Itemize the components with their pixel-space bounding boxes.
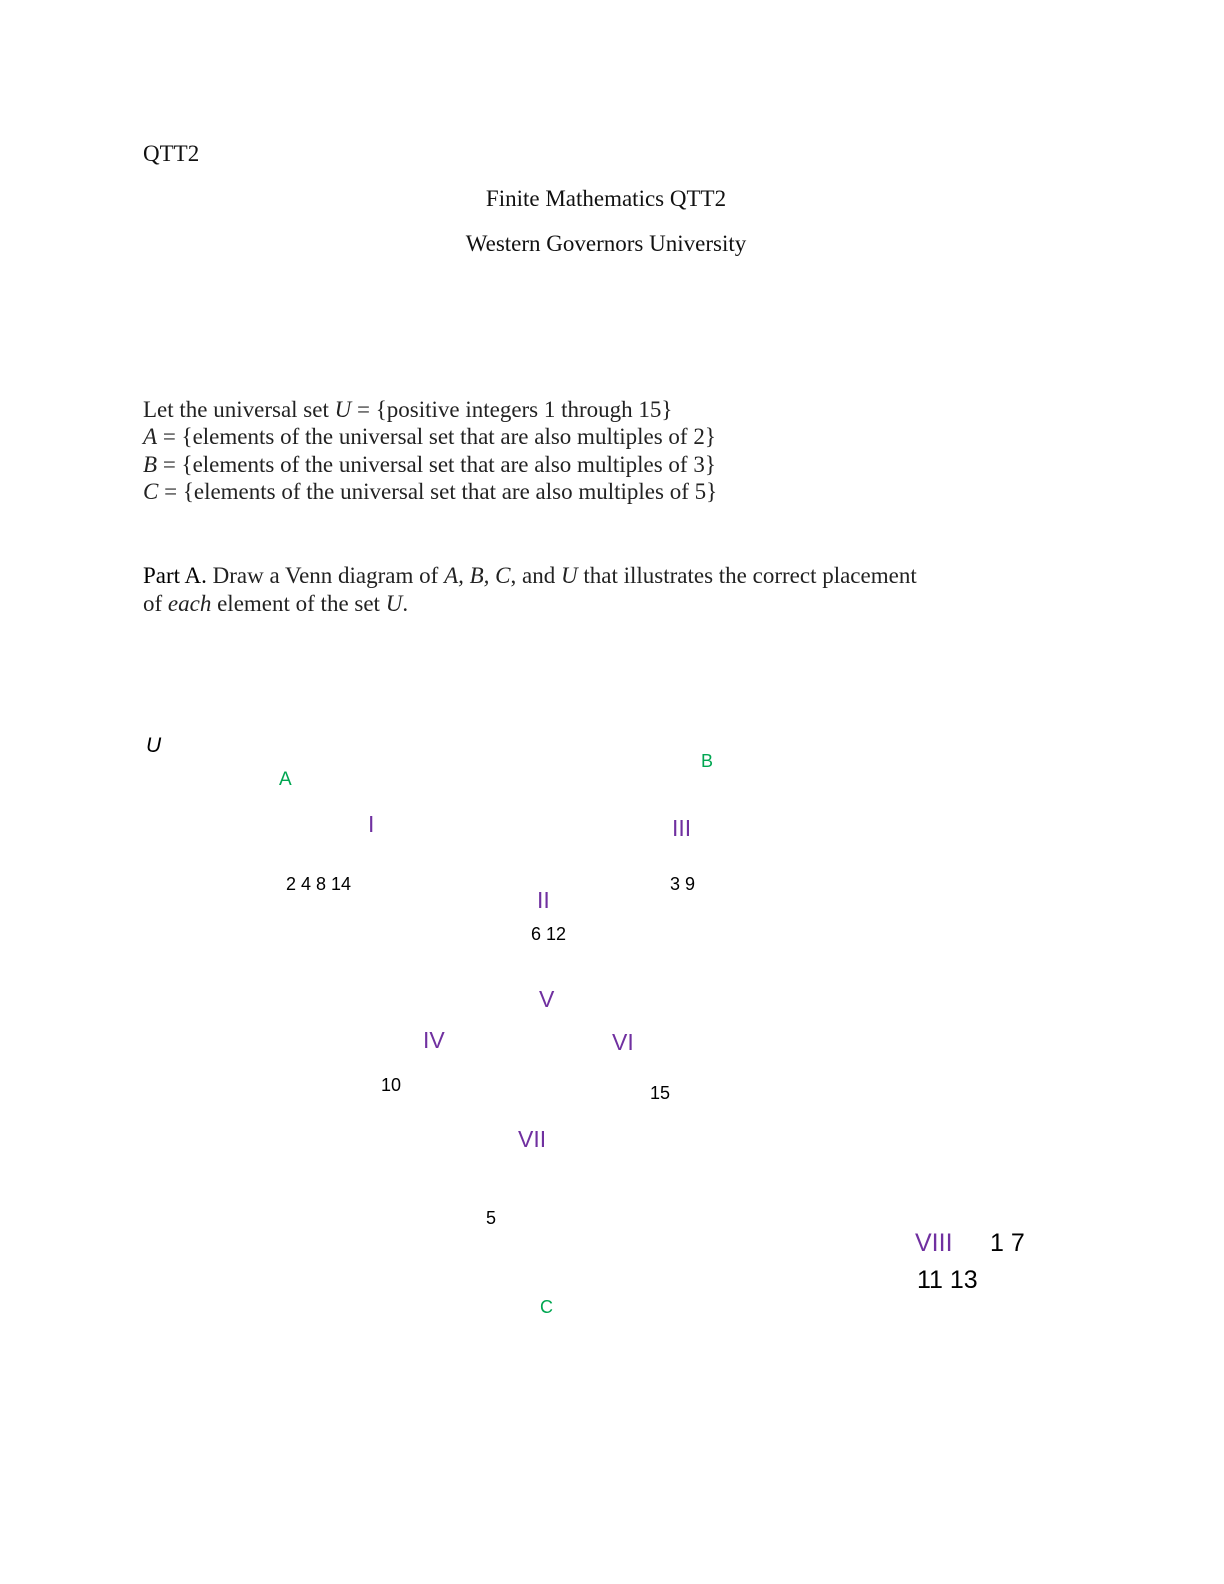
- definition-set-b: B = {elements of the universal set that …: [143, 452, 716, 478]
- header-label: QTT2: [143, 141, 200, 166]
- part-a-line2-u-symbol: U: [385, 591, 403, 616]
- definition-u-prefix: Let the universal set: [143, 397, 335, 422]
- part-a-each: each: [167, 591, 212, 616]
- region-viii-label: VIII: [915, 1229, 953, 1257]
- definition-c-symbol: C: [143, 479, 159, 504]
- region-vii-values: 5: [486, 1208, 497, 1228]
- region-i-values: 2 4 8 14: [286, 874, 352, 894]
- definition-b-text: = {elements of the universal set that ar…: [157, 452, 716, 477]
- definition-a-symbol: A: [143, 424, 158, 449]
- region-iv-label: IV: [423, 1027, 445, 1053]
- part-a-u-symbol: U: [560, 563, 578, 588]
- set-c-label: C: [540, 1297, 553, 1317]
- definition-universal-set: Let the universal set U = {positive inte…: [143, 397, 672, 423]
- region-i-label: I: [368, 811, 375, 837]
- part-a-text-2: , and: [510, 563, 561, 588]
- region-v-label: V: [539, 986, 555, 1012]
- region-iii-values: 3 9: [670, 874, 696, 894]
- part-a-label: Part A.: [143, 563, 207, 588]
- definition-u-text: = {positive integers 1 through 15}: [351, 397, 673, 422]
- region-viii-values-line-2: 11 13: [917, 1266, 978, 1294]
- part-a-line2-prefix: of: [143, 591, 168, 616]
- set-a-label: A: [279, 769, 292, 790]
- definition-set-a: A = {elements of the universal set that …: [143, 424, 716, 450]
- region-vii-label: VII: [518, 1126, 547, 1152]
- set-b-label: B: [701, 751, 714, 771]
- document-title: Finite Mathematics QTT2: [485, 186, 727, 211]
- region-vi-label: VI: [612, 1029, 634, 1055]
- region-ii-label: II: [537, 887, 550, 913]
- part-a-text-3: that illustrates the correct placement: [577, 563, 917, 588]
- definition-set-c: C = {elements of the universal set that …: [143, 479, 717, 505]
- part-a-text-1: Draw a Venn diagram of: [206, 563, 445, 588]
- definition-u-symbol: U: [334, 397, 352, 422]
- region-ii-values: 6 12: [531, 924, 567, 944]
- part-a-line2-mid: element of the set: [211, 591, 386, 616]
- definition-a-text: = {elements of the universal set that ar…: [157, 424, 716, 449]
- region-iv-values: 10: [381, 1075, 402, 1095]
- part-a-prompt-line-2: of each element of the set U.: [143, 591, 408, 617]
- part-a-sets: A, B, C: [444, 563, 511, 588]
- definition-c-text: = {elements of the universal set that ar…: [158, 479, 718, 504]
- region-vi-values: 15: [650, 1083, 671, 1103]
- region-iii-label: III: [672, 815, 692, 841]
- set-u-label: U: [146, 734, 162, 757]
- document-subtitle: Western Governors University: [465, 231, 747, 256]
- part-a-prompt-line-1: Part A. Draw a Venn diagram of A, B, C, …: [143, 563, 917, 589]
- region-viii-values-line-1: 1 7: [990, 1229, 1025, 1257]
- part-a-line2-end: .: [402, 591, 409, 616]
- definition-b-symbol: B: [143, 452, 158, 477]
